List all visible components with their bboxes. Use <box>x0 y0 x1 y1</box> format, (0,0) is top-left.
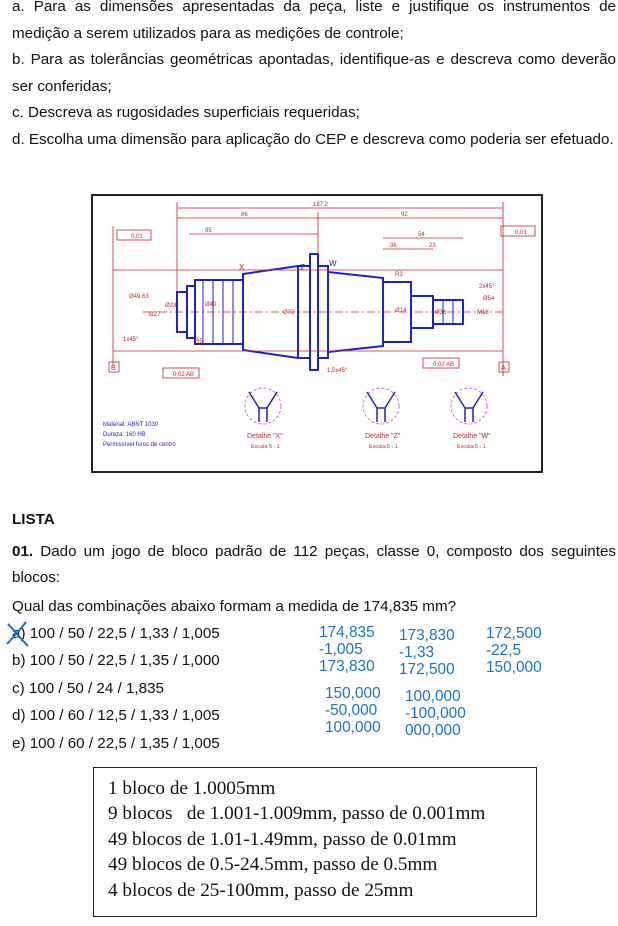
calc-2-a: 173,830 <box>399 627 455 644</box>
calc-col-3: 172,500 -22,5 150,000 <box>486 625 542 676</box>
calc-4-b: -50,000 <box>325 702 378 719</box>
shaft-hatching <box>202 280 454 344</box>
dim-chamfer-15: 1,5x45° <box>327 368 348 374</box>
dim-r3: R3 <box>395 272 403 278</box>
question-text: Dado um jogo de bloco padrão de 112 peça… <box>12 543 616 586</box>
instruction-c: c. Descreva as rugosidades superficiais … <box>12 104 360 121</box>
block-set-box: 1 bloco de 1.0005mm 9 blocos de 1.001-1.… <box>93 767 537 917</box>
calc-3-c: 150,000 <box>486 659 542 676</box>
calc-5-c: 000,000 <box>405 722 461 739</box>
option-e[interactable]: e) 100 / 60 / 22,5 / 1,35 / 1,005 <box>12 735 220 752</box>
material-line-1: Material: ABNT 1030 <box>103 422 159 428</box>
dim-r5: R5 <box>195 339 203 345</box>
technical-drawing: 187,2 86 92 85 54 36 23 Ø49,63 Ø27 Ø23 Ø… <box>91 194 543 473</box>
dim-36: 36 <box>390 243 397 249</box>
instruction-b: b. Para as tolerâncias geométricas apont… <box>12 51 616 95</box>
calc-3-a: 172,500 <box>486 625 542 642</box>
tol-frame-1: 0,01 <box>131 234 143 240</box>
calc-col-2: 173,830 -1,33 172,500 <box>399 627 455 678</box>
detail-w-title: Detalhe "W" <box>453 433 491 440</box>
dim-phi23: Ø23 <box>165 303 177 309</box>
list-heading: LISTA <box>12 511 55 528</box>
mark-x: X <box>239 263 245 272</box>
tol-frame-4: 0,02 AB <box>433 362 454 368</box>
detail-w-scale: Escala 5 : 1 <box>457 444 486 450</box>
dim-23: 23 <box>429 243 436 249</box>
dim-chamfer-1: 1x45° <box>123 337 139 343</box>
calc-4-c: 100,000 <box>325 719 381 736</box>
block-line-2: 9 blocos de 1.001-1.009mm, passo de 0.00… <box>108 803 486 825</box>
question-1: 01. Dado um jogo de bloco padrão de 112 … <box>12 539 616 591</box>
tol-frame-3: 0,02 AB <box>173 372 194 378</box>
calc-4-a: 150,000 <box>325 685 381 702</box>
option-c[interactable]: c) 100 / 50 / 24 / 1,835 <box>12 680 164 697</box>
dim-phi54: Ø54 <box>483 296 495 302</box>
option-d[interactable]: d) 100 / 60 / 12,5 / 1,33 / 1,005 <box>12 707 220 724</box>
dim-chamfer-2: 2x45° <box>479 284 495 290</box>
block-line-3: 49 blocos de 1.01-1.49mm, passo de 0.01m… <box>108 828 457 850</box>
dim-total: 187,2 <box>313 202 329 208</box>
instruction-d: d. Escolha uma dimensão para aplicação d… <box>12 131 614 148</box>
calc-2-b: -1,33 <box>399 644 435 661</box>
detail-x-title: Detalhe "X" <box>247 433 283 440</box>
detail-views: Detalhe "X" Escala 5 : 1 Detalhe "Z" Esc… <box>244 387 491 450</box>
block-line-1: 1 bloco de 1.0005mm <box>108 778 276 799</box>
calc-col-1: 174,835 -1,005 173,830 <box>319 624 375 675</box>
calc-5-a: 100,000 <box>405 688 461 705</box>
dim-86: 86 <box>241 212 248 218</box>
option-b[interactable]: b) 100 / 50 / 22,5 / 1,35 / 1,000 <box>12 652 220 669</box>
material-line-3: Permissível furos de centro <box>103 442 176 448</box>
dim-phi49: Ø49,63 <box>129 294 149 300</box>
dim-phi40: Ø40 <box>205 302 217 308</box>
dim-92: 92 <box>401 212 408 218</box>
dim-phi14: Ø14 <box>395 308 407 314</box>
detail-z-title: Detalhe "Z" <box>365 433 401 440</box>
calc-3-b: -22,5 <box>486 642 522 659</box>
calc-1-b: -1,005 <box>319 641 363 658</box>
question-number: 01. <box>12 543 34 560</box>
calc-1-c: 173,830 <box>319 658 375 675</box>
tol-frame-2: 0,01 <box>515 230 527 236</box>
datum-b: B <box>111 365 116 372</box>
tolerance-frames: 0,01 0,01 0,02 AB 0,02 AB B A <box>108 225 536 379</box>
option-a[interactable]: a) 100 / 50 / 22,5 / 1,33 / 1,005 <box>12 625 220 642</box>
dim-phi27: Ø27 <box>149 312 161 318</box>
answer-mark-icon <box>6 621 29 647</box>
block-line-4: 49 blocos de 0.5-24.5mm, passo de 0.5mm <box>108 854 438 876</box>
dim-85: 85 <box>205 228 212 234</box>
instruction-a: a. Para as dimensões apresentadas da peç… <box>12 0 616 42</box>
block-line-5: 4 blocos de 25-100mm, passo de 25mm <box>108 879 414 901</box>
dim-m18: M18 <box>477 310 489 316</box>
detail-x-scale: Escala 5 : 1 <box>251 444 280 450</box>
dim-phi36: Ø36 <box>435 310 447 316</box>
dimension-lines <box>112 202 504 376</box>
dimension-labels: 187,2 86 92 85 54 36 23 Ø49,63 Ø27 Ø23 Ø… <box>123 202 495 374</box>
calc-1-a: 174,835 <box>319 624 375 641</box>
mark-w: W <box>329 259 337 268</box>
shaft-drawing-svg: 187,2 86 92 85 54 36 23 Ø49,63 Ø27 Ø23 Ø… <box>103 202 536 450</box>
shaft-outline <box>176 253 464 371</box>
calc-col-4: 150,000 -50,000 100,000 <box>325 685 381 736</box>
question-sub: Qual das combinações abaixo formam a med… <box>12 598 457 615</box>
calc-5-b: -100,000 <box>405 705 466 722</box>
dim-54: 54 <box>418 232 425 238</box>
material-block: Material: ABNT 1030 Dureza: 160 HB Permi… <box>103 422 176 448</box>
mark-z: Z <box>300 263 305 272</box>
calc-2-c: 172,500 <box>399 661 455 678</box>
detail-z-scale: Escala 5 : 1 <box>369 444 398 450</box>
dim-phi72: Ø72 <box>283 310 295 316</box>
calc-col-5: 100,000 -100,000 000,000 <box>405 688 466 739</box>
material-line-2: Dureza: 160 HB <box>103 432 146 438</box>
datum-a: A <box>501 365 506 372</box>
